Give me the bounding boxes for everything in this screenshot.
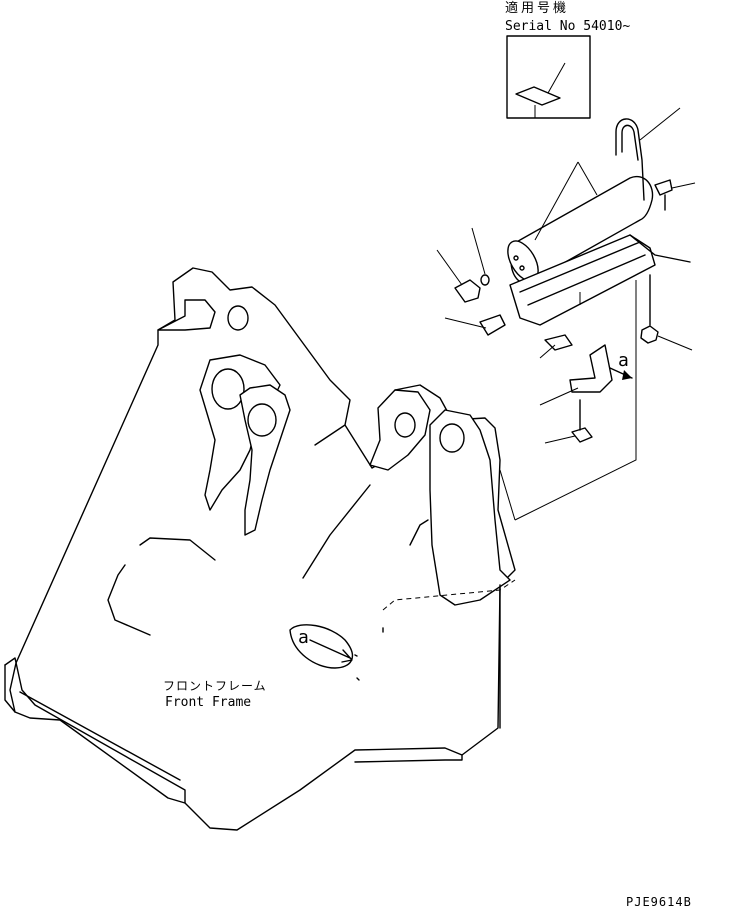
leader-drier	[534, 161, 579, 241]
o-ring-icon	[480, 274, 490, 286]
serial-title-jp: 適用号機	[505, 0, 569, 16]
bolt-icon	[571, 427, 593, 443]
assembly-leaders	[499, 280, 637, 521]
u-pipe	[615, 107, 681, 201]
elbow-fitting-icon	[454, 279, 481, 303]
bolt-icon	[479, 314, 506, 336]
serial-box	[506, 35, 591, 119]
drier-bracket	[509, 234, 691, 326]
frame-label-jp: フロントフレーム	[163, 679, 267, 693]
small-bracket	[569, 344, 613, 393]
nut-icon	[640, 325, 659, 344]
serial-applicability: 適用号機 Serial No 54010~	[505, 0, 630, 119]
drawing-id: PJE9614B	[626, 895, 692, 909]
serial-number-text: Serial No 54010~	[505, 19, 630, 34]
front-frame	[4, 267, 516, 831]
bolt-icon	[544, 334, 573, 351]
hardware	[436, 179, 696, 444]
bolt-icon	[654, 179, 673, 196]
frame-label-en: Front Frame	[165, 695, 251, 710]
dashed-leader	[382, 579, 516, 611]
receiver-drier	[507, 161, 654, 284]
callout-a-frame: a	[298, 627, 309, 648]
callout-a-bracket: a	[618, 350, 629, 371]
label-plate-icon	[515, 62, 566, 118]
